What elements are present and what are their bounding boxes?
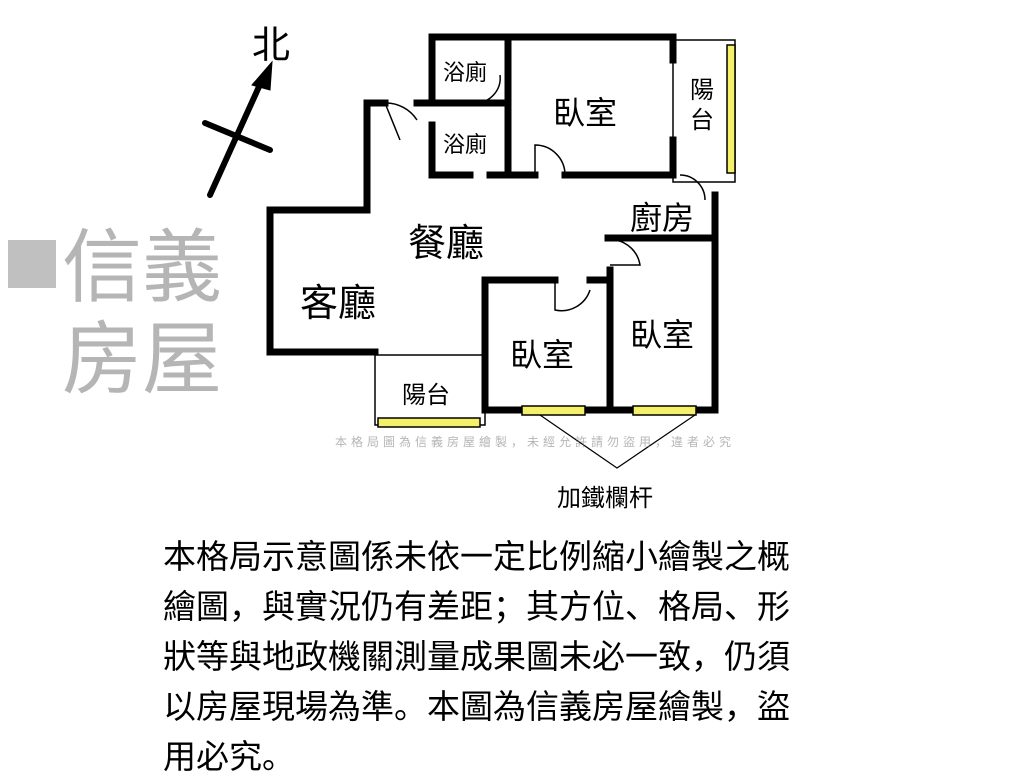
disclaimer-line: 狀等與地政機關測量成果圖未必一致，仍須 (163, 637, 790, 676)
room-living: 客廳 (300, 281, 377, 325)
north-label: 北 (252, 23, 291, 67)
room-dining: 餐廳 (408, 221, 485, 265)
room-balcony-south: 陽台 (402, 381, 450, 409)
disclaimer: 本格局示意圖係未依一定比例縮小繪製之概 繪圖，與實況仍有差距；其方位、格局、形 … (163, 532, 883, 782)
room-bath-upper: 浴廁 (443, 61, 488, 86)
room-bath-lower: 浴廁 (443, 133, 488, 158)
railing-south-balcony (377, 417, 481, 428)
disclaimer-line: 用必究。 (163, 737, 295, 776)
railing-east (726, 44, 736, 174)
room-bedroom-1: 臥室 (510, 336, 575, 374)
watermark-notice: 本格局圖為信義房屋繪製，未經允許請勿盜用，違者必究 (335, 435, 736, 449)
room-bedroom-master: 臥室 (553, 94, 618, 132)
room-balcony-east: 陽台 (690, 76, 714, 134)
walls (266, 33, 719, 414)
disclaimer-line: 本格局示意圖係未依一定比例縮小繪製之概 (163, 537, 790, 576)
watermark-logo (8, 240, 56, 288)
compass-arrow (202, 60, 273, 198)
room-bedroom-2: 臥室 (630, 316, 695, 354)
railing-pointer (539, 414, 696, 469)
railing-label: 加鐵欄杆 (557, 484, 653, 512)
railing-bedroom-2 (632, 405, 697, 416)
railings (377, 44, 736, 428)
railing-bedroom-1 (521, 405, 586, 416)
watermark-brand: 信義房屋 (62, 221, 222, 406)
room-kitchen: 廚房 (630, 199, 695, 237)
disclaimer-line: 繪圖，與實況仍有差距；其方位、格局、形 (163, 587, 790, 626)
disclaimer-line: 以房屋現場為準。本圖為信義房屋繪製，盜 (163, 687, 790, 726)
